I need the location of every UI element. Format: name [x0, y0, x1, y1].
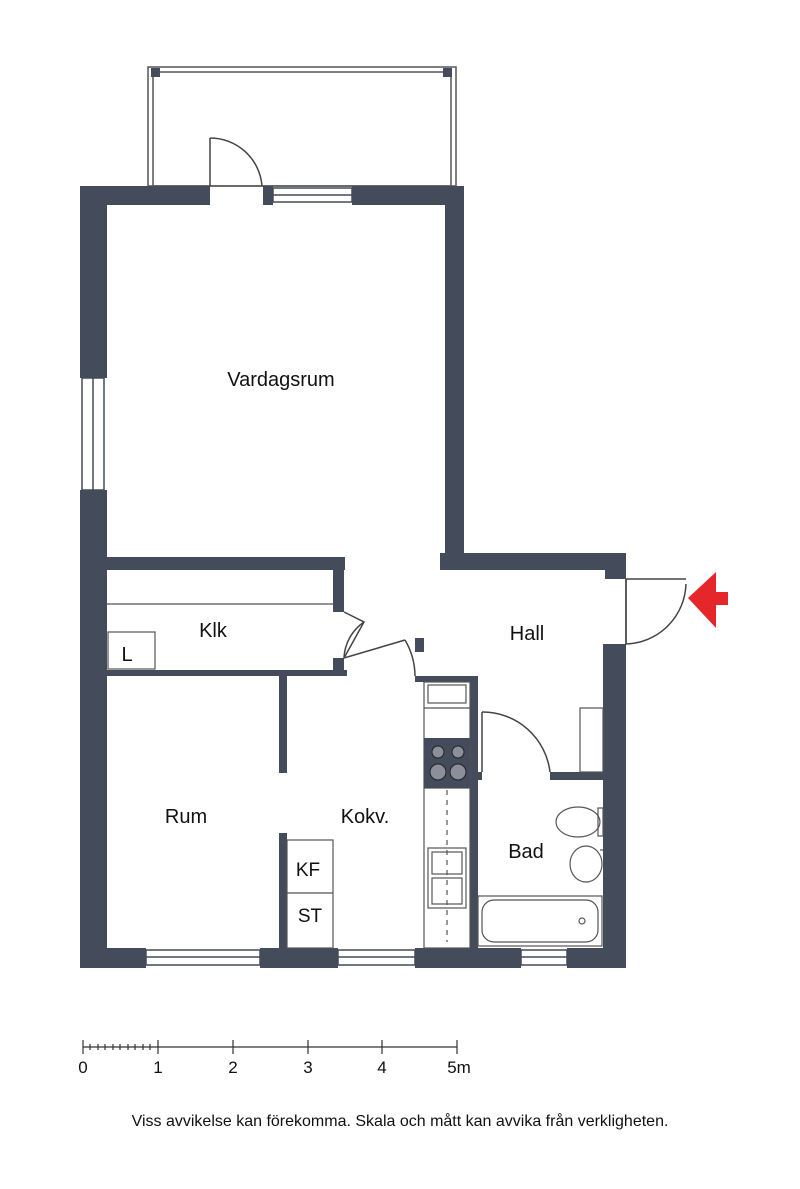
- scale-tick-2: 2: [228, 1058, 237, 1077]
- balcony-post-right: [443, 68, 452, 77]
- stove: [424, 738, 470, 788]
- label-rum: Rum: [165, 806, 207, 828]
- label-l: L: [121, 644, 132, 666]
- disclaimer-text: Viss avvikelse kan förekomma. Skala och …: [131, 1113, 669, 1130]
- scale-tick-1: 1: [153, 1058, 162, 1077]
- scale-tick-4: 4: [377, 1058, 386, 1077]
- entrance-arrow-icon: [688, 572, 728, 628]
- scale-tick-0: 0: [78, 1058, 87, 1077]
- balcony: [147, 66, 457, 187]
- scale-tick-5m: 5m: [447, 1058, 471, 1077]
- doors: [209, 137, 687, 773]
- label-bad: Bad: [508, 841, 544, 863]
- label-hall: Hall: [510, 623, 544, 645]
- label-st: ST: [298, 906, 323, 927]
- bathroom-fixtures: [477, 806, 604, 947]
- label-kf: KF: [296, 860, 320, 881]
- scale-tick-3: 3: [303, 1058, 312, 1077]
- klk-shelves: [107, 603, 333, 670]
- scale-bar: [82, 1040, 458, 1054]
- stove-burners: [429, 745, 467, 781]
- kitchen-fixtures: [286, 681, 604, 949]
- label-klk: Klk: [199, 620, 228, 642]
- label-kokv: Kokv.: [341, 806, 390, 828]
- windows: [81, 187, 568, 966]
- label-vardagsrum: Vardagsrum: [227, 369, 334, 391]
- walls: [80, 186, 626, 968]
- balcony-post-left: [151, 68, 160, 77]
